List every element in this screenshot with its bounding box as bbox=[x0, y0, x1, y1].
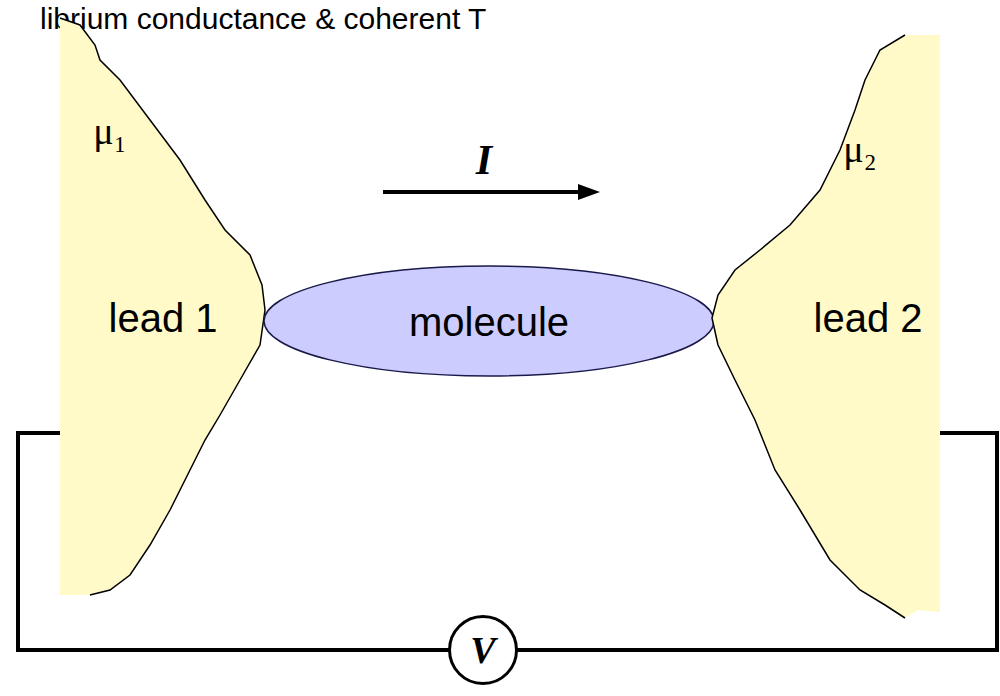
lead-fill bbox=[60, 18, 265, 595]
lead-electrode: μ₂ lead 2 bbox=[708, 30, 944, 622]
lead-fill bbox=[712, 35, 940, 618]
lead-electrode: μ₁ lead 1 bbox=[58, 12, 270, 602]
lead-surface bbox=[60, 18, 265, 595]
molecule-ellipse: molecule bbox=[262, 264, 716, 378]
current-arrow-shaft bbox=[383, 190, 582, 194]
current-arrow-head bbox=[578, 184, 600, 200]
heading-text: librium conductance & coherent T bbox=[40, 2, 486, 36]
molecule-shape bbox=[264, 266, 714, 376]
chemical-potential: μ₁ bbox=[93, 111, 127, 153]
lead-name: lead 1 bbox=[109, 296, 218, 340]
voltmeter-symbol: V bbox=[448, 615, 518, 685]
molecule-name: molecule bbox=[409, 300, 569, 344]
chemical-potential: μ₂ bbox=[843, 129, 877, 171]
lead-name: lead 2 bbox=[814, 296, 923, 340]
current-symbol: I bbox=[476, 136, 492, 184]
